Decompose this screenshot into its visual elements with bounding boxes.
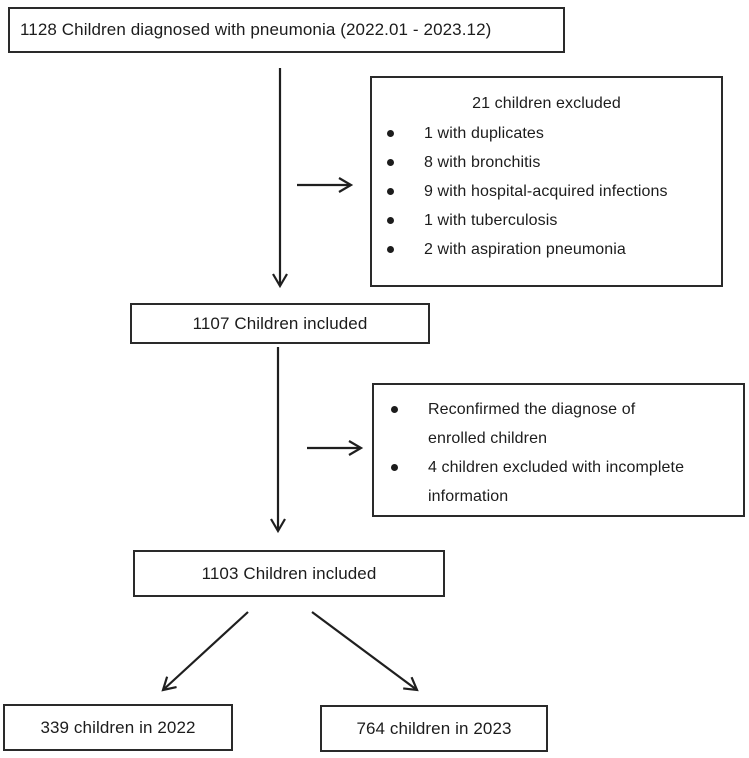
- bullet-icon: [387, 246, 394, 253]
- included-1107-label: 1107 Children included: [192, 313, 368, 333]
- review-item-line: information: [428, 488, 509, 505]
- excluded-item: 8 with bronchitis: [372, 148, 721, 177]
- children-2022-box: 339 children in 2022: [3, 704, 233, 751]
- excluded-item-label: 9 with hospital-acquired infections: [424, 183, 668, 200]
- diagnosed-children-label: 1128 Children diagnosed with pneumonia (…: [20, 20, 492, 39]
- arrow-to-year-2022: [161, 611, 249, 692]
- excluded-children-box: 21 children excluded 1 with duplicates 8…: [370, 76, 723, 287]
- bullet-icon: [387, 130, 394, 137]
- excluded-item-label: 8 with bronchitis: [424, 154, 541, 171]
- excluded-item-label: 1 with tuberculosis: [424, 212, 558, 229]
- review-item-label: Reconfirmed the diagnose of enrolled chi…: [428, 395, 635, 453]
- bullet-icon: [391, 464, 398, 471]
- review-item-line: Reconfirmed the diagnose of: [428, 401, 636, 418]
- bullet-icon: [387, 159, 394, 166]
- review-item-label: 4 children excluded with incomplete info…: [428, 453, 684, 511]
- included-1103-label: 1103 Children included: [201, 563, 377, 583]
- excluded-item-label: 1 with duplicates: [424, 125, 544, 142]
- excluded-item: 9 with hospital-acquired infections: [372, 177, 721, 206]
- excluded-box-title: 21 children excluded: [472, 95, 621, 112]
- arrow-to-year-2023: [311, 611, 419, 692]
- children-2022-label: 339 children in 2022: [40, 717, 196, 737]
- diagnosed-children-box: 1128 Children diagnosed with pneumonia (…: [8, 7, 565, 53]
- bullet-icon: [387, 217, 394, 224]
- included-1103-box: 1103 Children included: [133, 550, 445, 597]
- included-1107-box: 1107 Children included: [130, 303, 430, 344]
- review-item: 4 children excluded with incomplete info…: [374, 453, 743, 511]
- excluded-item-label: 2 with aspiration pneumonia: [424, 241, 626, 258]
- bullet-icon: [391, 406, 398, 413]
- review-item-line: 4 children excluded with incomplete: [428, 459, 685, 476]
- review-exclusion-box: Reconfirmed the diagnose of enrolled chi…: [372, 383, 745, 517]
- review-item-line: enrolled children: [428, 430, 548, 447]
- excluded-item: 1 with duplicates: [372, 119, 721, 148]
- review-item: Reconfirmed the diagnose of enrolled chi…: [374, 395, 743, 453]
- children-2023-label: 764 children in 2023: [356, 718, 512, 738]
- excluded-item: 1 with tuberculosis: [372, 206, 721, 235]
- children-2023-box: 764 children in 2023: [320, 705, 548, 752]
- bullet-icon: [387, 188, 394, 195]
- excluded-item: 2 with aspiration pneumonia: [372, 235, 721, 264]
